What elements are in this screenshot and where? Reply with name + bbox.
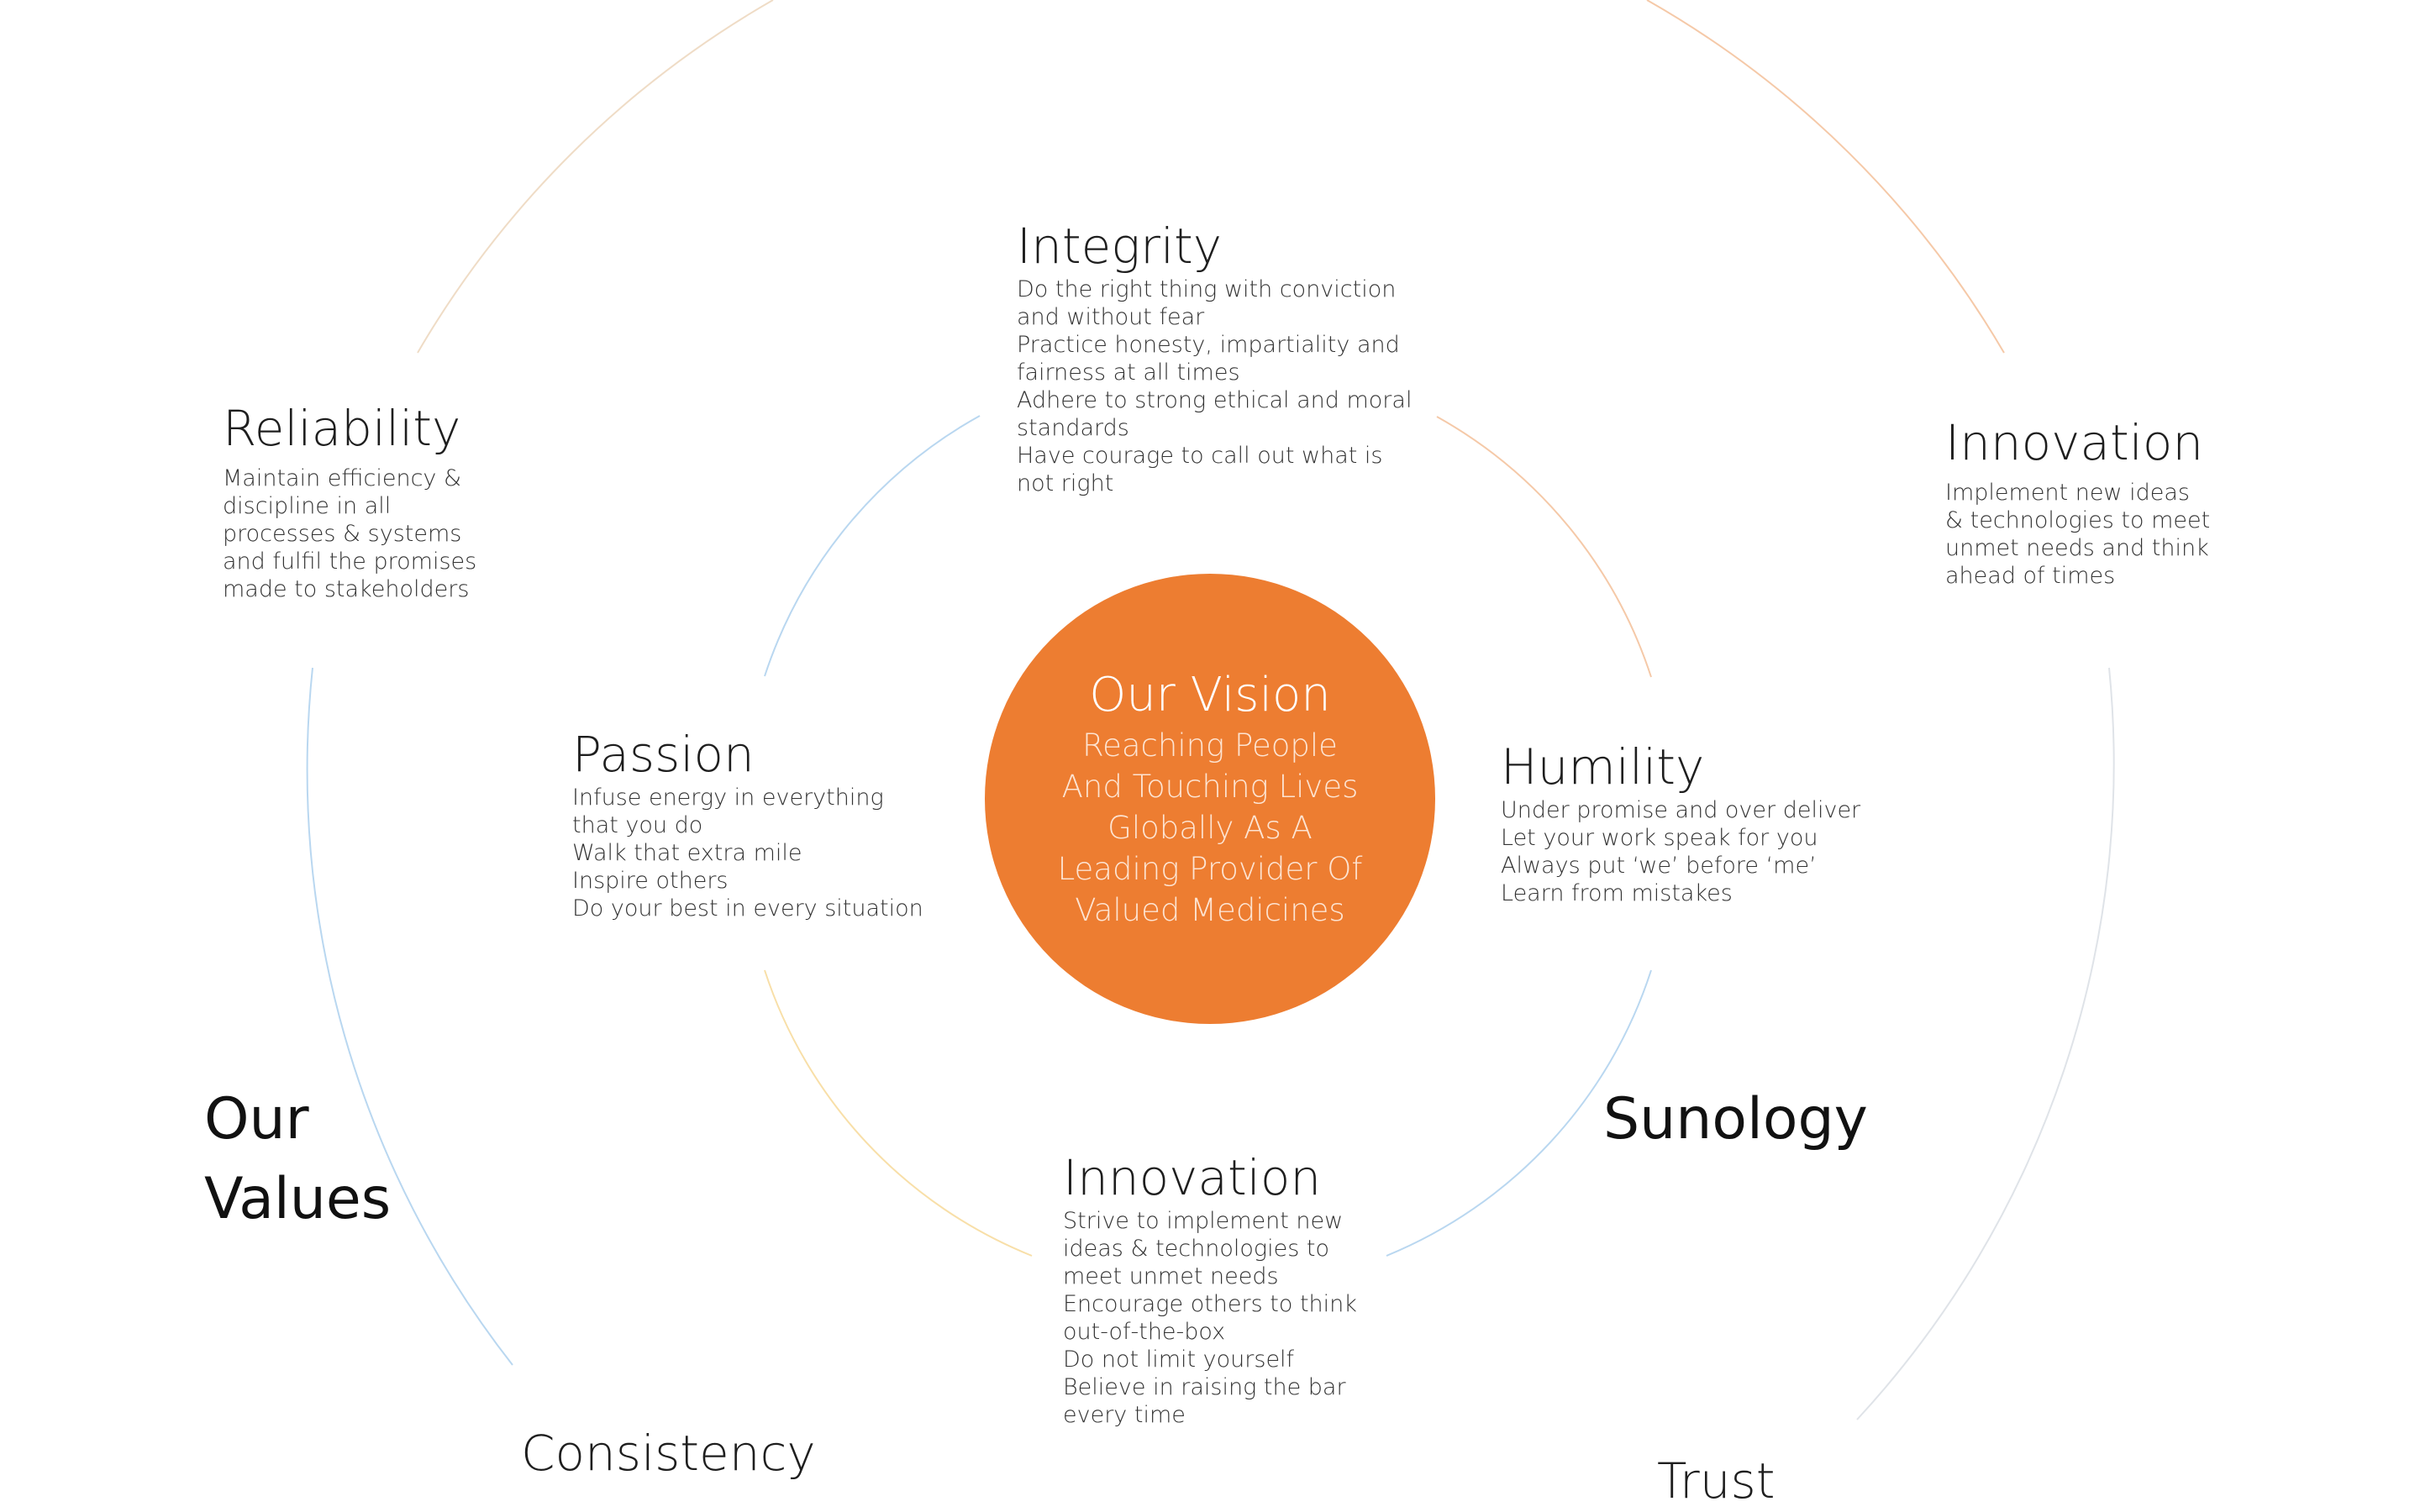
- humility-title: Humility: [1501, 738, 1705, 795]
- inner-innovation-line: Believe in raising the bar: [1063, 1374, 1346, 1400]
- integrity-line: Have courage to call out what is: [1017, 443, 1383, 469]
- outer-innovation-title: Innovation: [1945, 414, 2204, 471]
- outer-innovation-line: Implement new ideas: [1945, 480, 2190, 506]
- inner-arc-humility-innovation: [1386, 969, 1652, 1257]
- inner-arc-integrity-humility: [1436, 416, 1652, 678]
- outer-innovation-line: & technologies to meet: [1945, 507, 2211, 533]
- trust-title: Trust: [1657, 1452, 1776, 1509]
- reliability-line: processes & systems: [223, 521, 462, 547]
- integrity-line: Do the right thing with conviction: [1017, 276, 1397, 302]
- integrity-text: Do the right thing with conviction and w…: [1017, 276, 1412, 497]
- passion-title: Passion: [572, 726, 755, 783]
- humility-line: Under promise and over deliver: [1501, 797, 1861, 823]
- reliability-block: Reliability Maintain efficiency & discip…: [223, 399, 476, 603]
- humility-block: Humility Under promise and over deliver …: [1501, 738, 1860, 907]
- passion-text: Infuse energy in everything that you do …: [572, 784, 923, 922]
- trust-block: Trust: [1657, 1452, 1775, 1510]
- vision-line: Globally As A: [1107, 810, 1313, 846]
- inner-innovation-block: Innovation Strive to implement new ideas…: [1063, 1148, 1357, 1429]
- integrity-block: Integrity Do the right thing with convic…: [1017, 217, 1412, 497]
- inner-innovation-line: every time: [1063, 1402, 1186, 1428]
- consistency-title: Consistency: [521, 1425, 816, 1482]
- humility-line: Let your work speak for you: [1501, 825, 1818, 851]
- integrity-line: Adhere to strong ethical and moral: [1017, 387, 1413, 413]
- outer-innovation-line: ahead of times: [1945, 563, 2116, 589]
- outer-arc-left: [306, 667, 513, 1366]
- integrity-line: not right: [1017, 470, 1114, 496]
- integrity-line: standards: [1017, 415, 1129, 441]
- passion-line: Walk that extra mile: [572, 840, 802, 866]
- consistency-block: Consistency: [521, 1424, 816, 1483]
- outer-innovation-block: Innovation Implement new ideas & technol…: [1945, 413, 2210, 590]
- outer-arc-right: [1856, 667, 2115, 1420]
- inner-innovation-line: ideas & technologies to: [1063, 1236, 1329, 1262]
- outer-arc-top-right: [1646, 0, 2005, 354]
- passion-line: Do your best in every situation: [572, 895, 923, 921]
- vision-line: And Touching Lives: [1061, 769, 1359, 805]
- vision-line: Reaching People: [1082, 727, 1338, 764]
- inner-innovation-line: meet unmet needs: [1063, 1263, 1279, 1289]
- reliability-line: and fulfil the promises: [223, 549, 477, 575]
- passion-block: Passion Infuse energy in everything that…: [572, 725, 923, 922]
- reliability-line: discipline in all: [223, 493, 392, 519]
- inner-innovation-line: Encourage others to think: [1063, 1291, 1357, 1317]
- vision-circle: Our Vision Reaching People And Touching …: [985, 574, 1435, 1024]
- our-values-label-line2: Values: [204, 1166, 392, 1232]
- reliability-line: made to stakeholders: [223, 576, 470, 602]
- humility-line: Learn from mistakes: [1501, 880, 1733, 906]
- inner-arc-passion-innovation: [764, 969, 1033, 1257]
- integrity-title: Integrity: [1017, 218, 1223, 275]
- outer-innovation-line: unmet needs and think: [1945, 535, 2209, 561]
- our-values-label-line1: Our: [204, 1086, 309, 1152]
- sunology-label: Sunology: [1603, 1086, 1868, 1152]
- passion-line: Infuse energy in everything: [572, 785, 884, 811]
- humility-line: Always put ‘we’ before ‘me’: [1501, 853, 1817, 879]
- passion-line: that you do: [572, 812, 703, 838]
- inner-innovation-title: Innovation: [1063, 1149, 1322, 1206]
- vision-line: Leading Provider Of: [1057, 851, 1363, 887]
- inner-arc-integrity-passion: [764, 415, 981, 677]
- vision-line: Valued Medicines: [1075, 892, 1345, 928]
- vision-title: Our Vision: [1089, 668, 1331, 722]
- inner-innovation-line: out-of-the-box: [1063, 1319, 1226, 1345]
- outer-innovation-text: Implement new ideas & technologies to me…: [1945, 479, 2210, 590]
- inner-innovation-text: Strive to implement new ideas & technolo…: [1063, 1207, 1357, 1429]
- humility-text: Under promise and over deliver Let your …: [1501, 796, 1860, 907]
- reliability-text: Maintain efficiency & discipline in all …: [223, 465, 476, 603]
- inner-innovation-line: Strive to implement new: [1063, 1208, 1344, 1234]
- outer-arc-top-left: [417, 0, 774, 354]
- integrity-line: and without fear: [1017, 304, 1205, 330]
- integrity-line: Practice honesty, impartiality and: [1017, 332, 1400, 358]
- reliability-title: Reliability: [223, 400, 461, 457]
- inner-innovation-line: Do not limit yourself: [1063, 1347, 1295, 1373]
- passion-line: Inspire others: [572, 868, 729, 894]
- integrity-line: fairness at all times: [1017, 360, 1240, 386]
- reliability-line: Maintain efficiency &: [223, 465, 462, 491]
